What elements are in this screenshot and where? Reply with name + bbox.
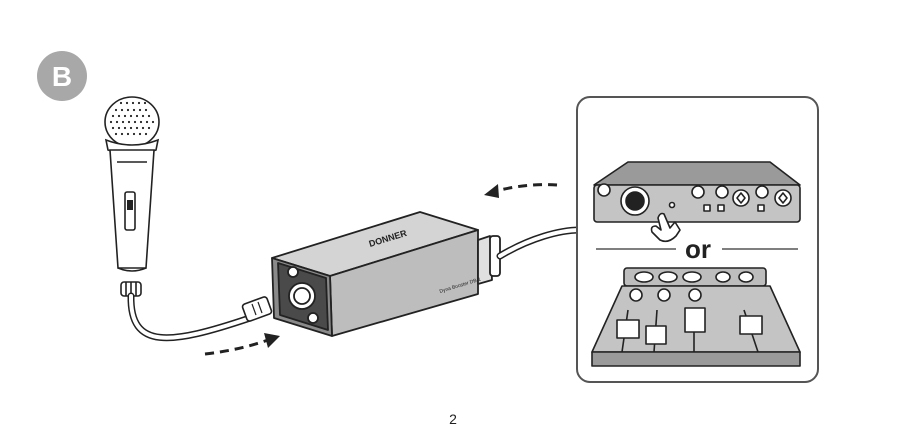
- microphone-icon: [105, 97, 159, 296]
- or-label: or: [685, 234, 711, 264]
- output-cable: [500, 230, 580, 256]
- signal-arrow-output: [484, 184, 557, 198]
- xlr-cable: [131, 296, 272, 338]
- page-number: 2: [449, 411, 457, 427]
- step-badge: B: [37, 51, 87, 101]
- mic-booster-device: [272, 212, 500, 336]
- destination-panel: or: [577, 97, 818, 382]
- audio-interface-icon: [594, 162, 800, 222]
- step-label: B: [52, 61, 72, 92]
- signal-arrow-input: [205, 333, 280, 354]
